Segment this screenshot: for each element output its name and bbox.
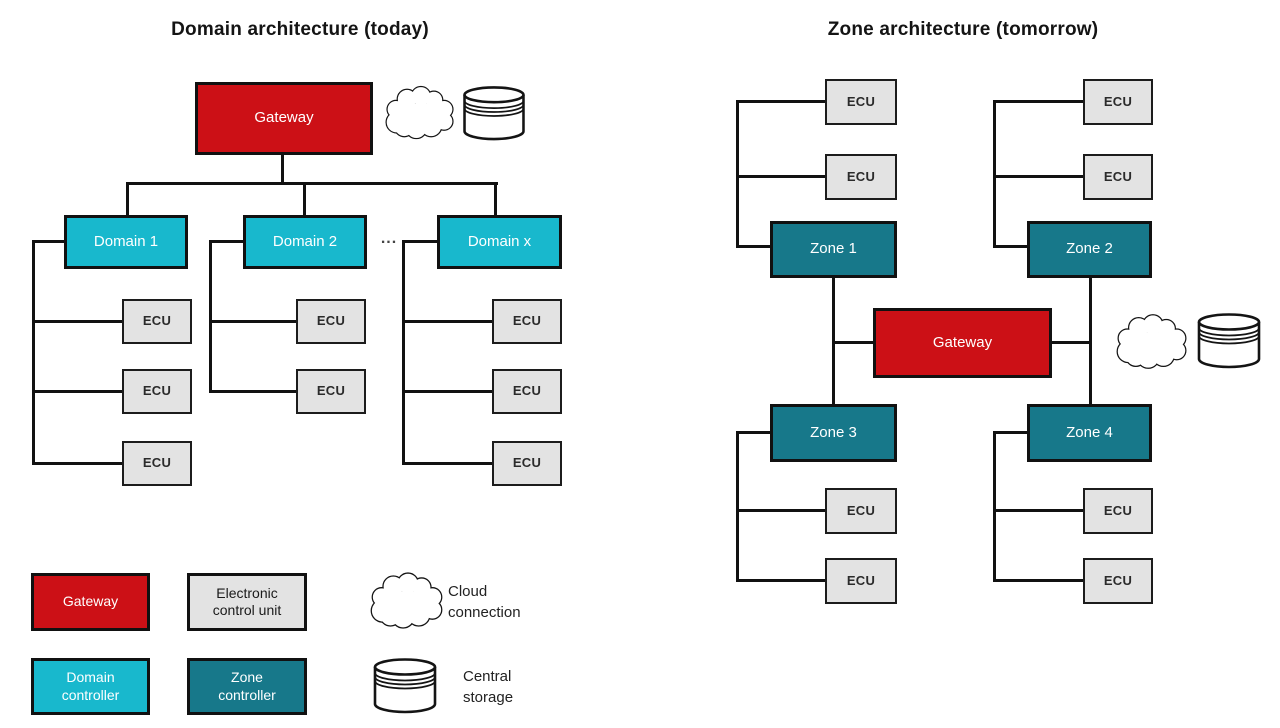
connector-line [993,509,1083,512]
connector-line [126,182,129,215]
storage-icon [373,658,437,714]
connector-line [993,100,996,248]
connector-line [281,155,284,183]
ecu-box: ECU [122,441,192,486]
right-diagram-title: Zone architecture (tomorrow) [827,19,1099,40]
connector-line [32,390,122,393]
zone-1-box: Zone 1 [770,221,897,278]
domain-x-box: Domain x [437,215,562,269]
connector-line [736,431,739,582]
connector-line [736,175,825,178]
connector-line [832,341,873,344]
zone-3-box: Zone 3 [770,404,897,462]
connector-line [993,579,1083,582]
legend-storage-label: Central storage [463,668,514,706]
connector-line [126,182,498,185]
left-diagram-title: Domain architecture (today) [171,19,429,40]
connector-line [32,240,64,243]
ecu-box: ECU [825,154,897,200]
connector-line [1052,341,1092,344]
ecu-box: ECU [122,369,192,414]
connector-line [402,390,492,393]
ecu-box: ECU [825,558,897,604]
connector-line [993,431,1027,434]
ecu-box: ECU [825,488,897,534]
ecu-box: ECU [825,79,897,125]
ecu-box: ECU [296,369,366,414]
domain-2-box: Domain 2 [243,215,367,269]
connector-line [32,240,35,465]
connector-line [993,100,1083,103]
connector-line [402,240,405,465]
legend-zone-controller-box: Zone controller [187,658,307,715]
connector-line [303,182,306,215]
storage-icon [463,86,525,141]
connector-line [736,100,739,248]
legend-gateway-box: Gateway [31,573,150,631]
right-gateway-box: Gateway [873,308,1052,378]
connector-line [494,182,497,215]
connector-line [209,240,212,393]
connector-line [736,431,770,434]
ecu-box: ECU [1083,79,1153,125]
legend-domain-controller-box: Domain controller [31,658,150,715]
connector-line [736,245,770,248]
storage-icon [1197,313,1261,369]
ecu-box: ECU [492,369,562,414]
ecu-box: ECU [1083,488,1153,534]
domain-1-box: Domain 1 [64,215,188,269]
connector-line [736,579,825,582]
ecu-box: ECU [122,299,192,344]
connector-line [32,320,122,323]
legend-cloud-label: Cloud connection [448,583,521,621]
connector-line [736,509,825,512]
connector-line [402,462,492,465]
zone-2-box: Zone 2 [1027,221,1152,278]
connector-line [736,100,825,103]
connector-line [209,320,296,323]
connector-line [993,175,1083,178]
ecu-box: ECU [1083,154,1153,200]
connector-line [402,240,437,243]
ecu-box: ECU [296,299,366,344]
legend-ecu-box: Electronic control unit [187,573,307,631]
zone-4-box: Zone 4 [1027,404,1152,462]
connector-line [993,431,996,582]
connector-line [209,390,296,393]
connector-line [993,245,1027,248]
ecu-box: ECU [492,441,562,486]
cloud-icon [1116,314,1187,369]
ecu-box: ECU [492,299,562,344]
ecu-box: ECU [1083,558,1153,604]
left-gateway-box: Gateway [195,82,373,155]
connector-line [402,320,492,323]
domain-ellipsis: ... [380,230,398,247]
connector-line [209,240,243,243]
cloud-icon [370,572,443,629]
cloud-icon [385,85,454,140]
connector-line [32,462,122,465]
